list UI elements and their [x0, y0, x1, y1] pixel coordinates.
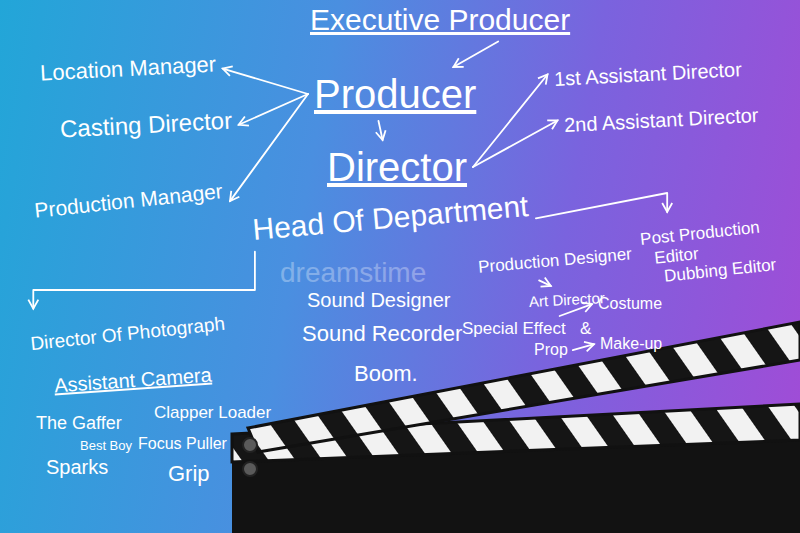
role-name: The Gaffer [34, 412, 124, 435]
ampersand: & [578, 318, 593, 340]
role-name: Post Production [639, 216, 773, 249]
role-name: Sparks [44, 455, 110, 480]
watermark: dreamstime [278, 256, 428, 290]
role-node: Casting Director [57, 105, 234, 144]
role-name: Director Of Photograph [29, 313, 226, 355]
role-node: Director [325, 143, 469, 191]
role-name: Clapper Loader [152, 402, 273, 424]
role-name: Sound Recorder [300, 320, 464, 347]
role-node: Prop [532, 340, 570, 360]
role-name: Head Of Department [251, 189, 530, 247]
hierarchy-arrow [230, 94, 308, 201]
hierarchy-arrow [536, 193, 667, 218]
role-node: Production Designer [475, 243, 634, 278]
role-node: Post ProductionEditorDubbing Editor [637, 215, 779, 290]
hierarchy-arrow [539, 280, 551, 286]
hinge-bolt [243, 438, 257, 452]
role-name: Special Effect [462, 319, 566, 339]
role-name: 1st Assistant Director [554, 58, 743, 91]
role-node: Art Director [527, 288, 608, 311]
role-node: 1st Assistant Director [551, 57, 744, 92]
hierarchy-arrow [33, 252, 255, 309]
role-node: Production Manager [31, 178, 226, 224]
role-name: Sound Designer [305, 288, 452, 313]
role-name: Production Manager [33, 179, 224, 223]
hierarchy-arrow [453, 42, 498, 68]
hierarchy-arrow [379, 121, 383, 140]
hierarchy-arrow [573, 344, 594, 350]
role-node: Producer [312, 70, 478, 118]
role-name: Costume [598, 295, 662, 313]
hierarchy-arrow [473, 121, 558, 168]
role-name: Production Designer [477, 244, 632, 277]
role-name: Grip [166, 460, 212, 487]
role-name: Casting Director [59, 107, 232, 144]
role-name: Prop [534, 341, 568, 359]
hierarchy-arrow [473, 75, 548, 168]
role-node: Director Of Photograph [27, 312, 228, 357]
role-name: Boom. [352, 360, 420, 387]
role-name: Location Manager [39, 51, 216, 85]
role-name: Art Director [529, 289, 606, 310]
role-node: Costume [596, 294, 664, 314]
role-node: Head Of Department [249, 188, 532, 249]
role-node: Location Manager [37, 50, 218, 87]
role-node: 2nd Assistant Director [561, 103, 761, 138]
role-name: Director [327, 144, 467, 190]
role-name: Executive Producer [310, 3, 570, 38]
role-name: 2nd Assistant Director [564, 104, 759, 137]
hierarchy-arrow [223, 69, 308, 94]
hinge-bolt [243, 462, 257, 476]
role-name: Assistant Camera [51, 362, 214, 398]
role-node: Executive Producer [308, 2, 572, 39]
role-name: Make-up [600, 335, 662, 353]
role-name: Best Boy [78, 438, 134, 455]
role-name: Focus Puller [136, 434, 229, 454]
role-node: Special Effect [460, 318, 568, 340]
role-name: Producer [314, 71, 476, 117]
role-node: Make-up [598, 334, 664, 354]
